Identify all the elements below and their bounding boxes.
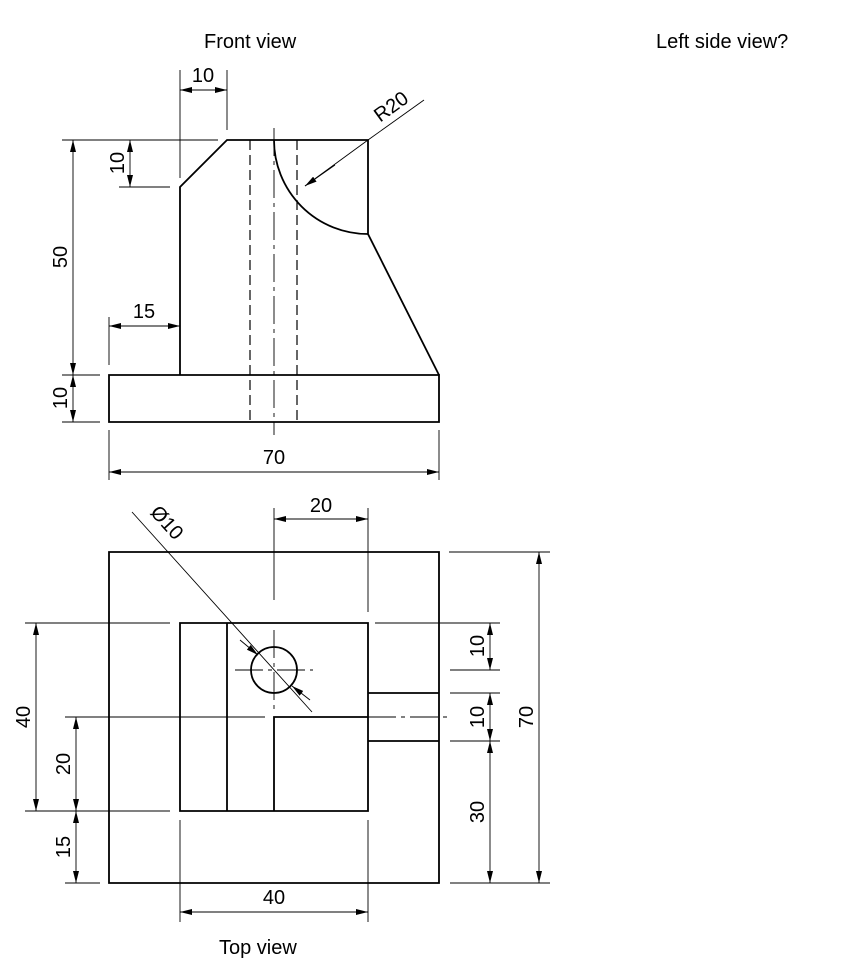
- front-outline-edge: [179, 139, 440, 376]
- front-outline-edge: [273, 139, 369, 235]
- front-dimension-label: 10: [107, 152, 129, 174]
- radius-leader-arrow: [304, 164, 336, 187]
- top-dimension-label: 15: [53, 836, 75, 858]
- left-side-view-title: Left side view?: [656, 31, 789, 53]
- front-feature-label: R20: [370, 87, 413, 126]
- diameter-arrow-top: [239, 639, 259, 656]
- front-dimension-label: 70: [263, 447, 285, 469]
- diameter-arrow-bottom: [291, 685, 311, 701]
- front-extension-line: [304, 99, 425, 187]
- top-dimension-label: 40: [263, 887, 285, 909]
- front-dimension-label: 50: [50, 246, 72, 268]
- top-dimension-label: 10: [467, 635, 489, 657]
- top-dimension-label: 20: [53, 753, 75, 775]
- top-outline-edge: [273, 716, 368, 811]
- top-extension-line: [131, 511, 313, 713]
- front-view-title: Front view: [204, 31, 297, 53]
- top-outline-edge: [179, 622, 369, 812]
- top-hole-circle: [250, 646, 298, 694]
- front-view: 10 10 50 10 15 70 R20: [50, 65, 440, 480]
- top-view-title: Top view: [219, 937, 297, 959]
- top-dimension-label: 30: [467, 801, 489, 823]
- top-dimension-label: 40: [13, 706, 35, 728]
- front-dimension-label: 10: [50, 387, 72, 409]
- top-dimension-label: 20: [310, 495, 332, 517]
- front-dimension-label: 10: [192, 65, 214, 87]
- top-dimension-label: 10: [467, 706, 489, 728]
- top-feature-label: Ø10: [146, 502, 188, 545]
- top-dimension-label: 70: [516, 706, 538, 728]
- front-outline-edge: [108, 374, 440, 423]
- front-dimension-label: 15: [133, 301, 155, 323]
- top-outline-edge: [108, 551, 440, 884]
- top-view: 20 40 20 15 10 10 30 70 40 Ø10: [13, 495, 550, 922]
